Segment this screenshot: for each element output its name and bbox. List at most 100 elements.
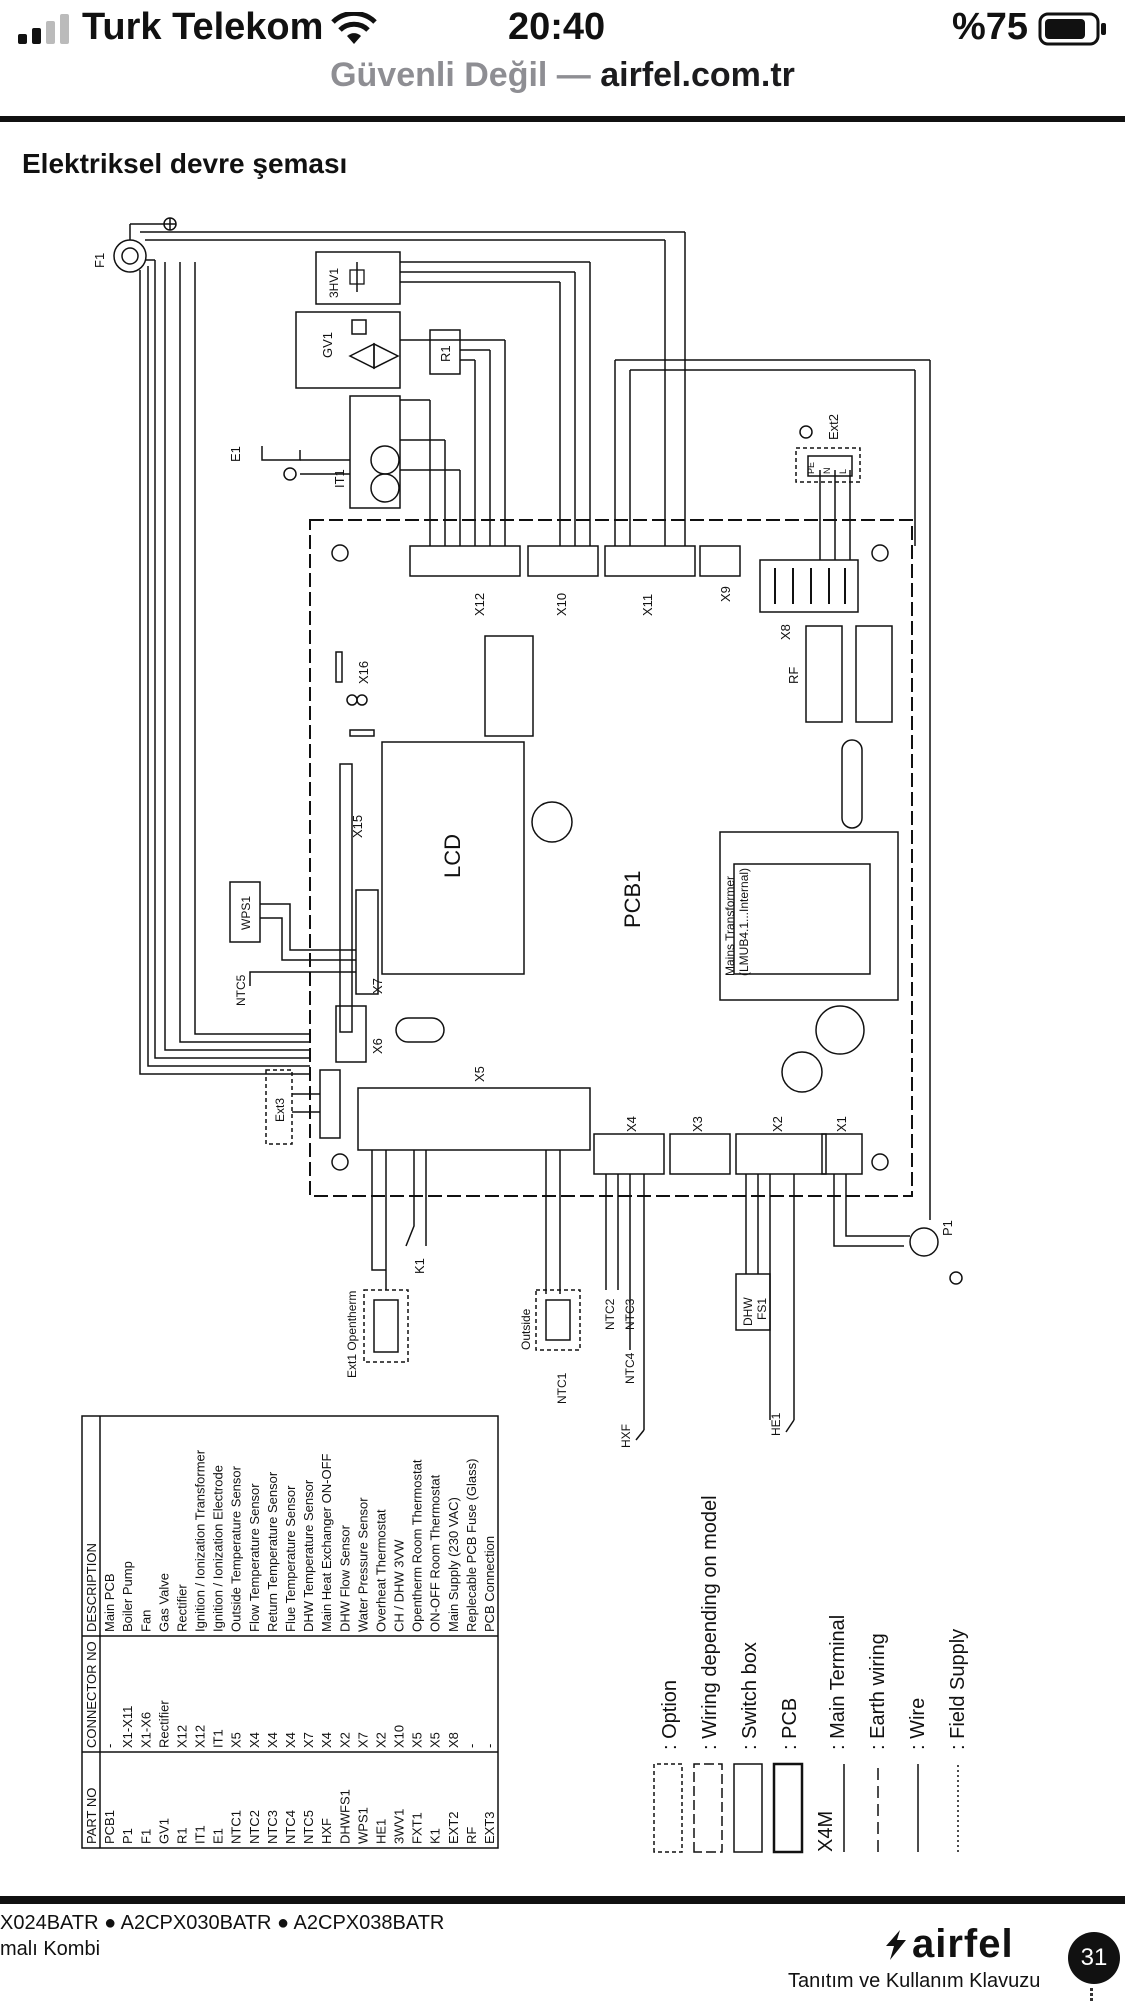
bottom-wiring xyxy=(371,1150,963,1441)
table-cell: PCB1 xyxy=(102,1810,117,1844)
gas-valve-gv1 xyxy=(295,311,401,389)
top-wiring xyxy=(140,231,931,1220)
label-ext1: Ext1 Opentherm xyxy=(345,1291,359,1378)
table-cell: Ignition / Ionization Transformer xyxy=(193,1449,208,1632)
mains-transformer xyxy=(719,831,899,1001)
label-x10: X10 xyxy=(554,593,569,616)
table-cell: X12 xyxy=(174,1725,189,1748)
status-bar: Turk Telekom 20:40 %75 xyxy=(0,0,1125,56)
label-r1: R1 xyxy=(438,345,453,362)
table-cell: 3WV1 xyxy=(392,1809,407,1844)
url-host: airfel.com.tr xyxy=(600,56,795,94)
label-outside: Outside xyxy=(519,1308,533,1350)
table-cell: X5 xyxy=(229,1732,244,1748)
legend-symbol: X4M xyxy=(815,1811,837,1852)
label-ntc4: NTC4 xyxy=(623,1352,637,1384)
label-gv1: GV1 xyxy=(320,332,335,358)
table-cell: PCB Connection xyxy=(482,1536,497,1632)
table-cell: Flue Temperature Sensor xyxy=(283,1485,298,1632)
electrode-e1 xyxy=(261,446,350,481)
top-connectors xyxy=(409,545,859,613)
label-ext2-n: N xyxy=(822,468,832,475)
table-cell: X5 xyxy=(428,1732,443,1748)
page-bottom-rule xyxy=(0,1896,1125,1904)
bottom-connectors xyxy=(357,1087,863,1175)
table-cell: F1 xyxy=(138,1829,153,1844)
table-cell: Gas Valve xyxy=(156,1573,171,1632)
lcd-display xyxy=(381,741,525,975)
legend-label: : Option xyxy=(659,1680,681,1750)
table-cell: X12 xyxy=(193,1725,208,1748)
scroll-indicator xyxy=(1090,1988,1097,2001)
airfel-logo-icon xyxy=(886,1930,906,1960)
table-cell: Fan xyxy=(138,1610,153,1632)
table-cell: NTC3 xyxy=(265,1810,280,1844)
table-cell: Rectifier xyxy=(174,1584,189,1632)
legend-label: : Main Terminal xyxy=(827,1615,849,1750)
guide-title: Tanıtım ve Kullanım Klavuzu xyxy=(788,1970,1041,1992)
legend: : Option : Wiring depending on model : Swi… xyxy=(653,1495,969,1854)
label-x15: X15 xyxy=(350,815,365,838)
label-f1: F1 xyxy=(92,253,107,268)
label-x11: X11 xyxy=(640,594,655,616)
label-ext2-pe: PE xyxy=(806,462,816,474)
valve-3hv1 xyxy=(315,251,401,305)
label-he1: HE1 xyxy=(769,1412,783,1436)
table-cell: X1-X6 xyxy=(138,1712,153,1748)
table-cell: DHWFS1 xyxy=(337,1789,352,1844)
table-cell: EXT3 xyxy=(482,1811,497,1844)
legend-label: : Switch box xyxy=(739,1642,761,1750)
wps1-sensor xyxy=(229,881,261,943)
label-e1: E1 xyxy=(228,446,243,462)
table-cell: - xyxy=(482,1744,497,1748)
table-cell: X5 xyxy=(410,1732,425,1748)
table-cell: X2 xyxy=(373,1732,388,1748)
address-bar[interactable]: Güvenli Değil — airfel.com.tr xyxy=(0,56,1125,116)
table-cell: - xyxy=(102,1744,117,1748)
table-cell: X4 xyxy=(319,1732,334,1748)
table-cell: X2 xyxy=(337,1732,352,1748)
legend-label: : Wiring depending on model xyxy=(699,1495,721,1750)
table-cell: - xyxy=(464,1744,479,1748)
label-x2: X2 xyxy=(770,1116,785,1132)
table-cell: E1 xyxy=(211,1828,226,1844)
label-it1: IT1 xyxy=(332,469,347,488)
table-cell: X1-X11 xyxy=(120,1706,135,1748)
table-cell: WPS1 xyxy=(355,1807,370,1844)
label-ntc2: NTC2 xyxy=(603,1298,617,1330)
transformer-it1 xyxy=(349,395,401,509)
table-cell: RF xyxy=(464,1827,479,1844)
table-cell: Replecable PCB Fuse (Glass) xyxy=(464,1459,479,1632)
table-header: DESCRIPTION xyxy=(84,1543,99,1632)
cellular-signal-icon xyxy=(18,14,69,44)
ext2-terminal xyxy=(795,447,861,483)
table-cell: HXF xyxy=(319,1818,334,1844)
legend-label: : Wire xyxy=(907,1698,929,1750)
label-hxf: HXF xyxy=(619,1424,633,1448)
not-secure-label: Güvenli Değil — xyxy=(330,56,591,94)
brand-logo: airfel xyxy=(912,1922,1014,1966)
table-cell: GV1 xyxy=(156,1818,171,1844)
label-x1: X1 xyxy=(834,1116,849,1132)
table-cell: X4 xyxy=(247,1732,262,1748)
table-cell: FXT1 xyxy=(410,1812,425,1844)
label-x5: X5 xyxy=(472,1066,487,1082)
wifi-icon xyxy=(331,12,377,44)
clock: 20:40 xyxy=(508,6,606,48)
table-cell: HE1 xyxy=(373,1819,388,1844)
label-dhw: DHW xyxy=(741,1297,755,1326)
rectifier-r1 xyxy=(429,329,461,375)
label-mains-model: (LMUB4.1...Internal) xyxy=(737,868,751,976)
label-ntc5: NTC5 xyxy=(234,974,248,1006)
table-cell: Main Supply (230 VAC) xyxy=(446,1497,461,1632)
wiring-diagram: F1 3HV1 GV1 R1 IT1 E1 PE N L Ext2 X12 X1… xyxy=(81,217,969,1854)
pcb-outline xyxy=(309,519,913,1197)
label-lcd: LCD xyxy=(440,834,465,878)
table-cell: NTC1 xyxy=(229,1810,244,1844)
table-cell: Overheat Thermostat xyxy=(373,1509,388,1632)
table-cell: Rectifier xyxy=(156,1700,171,1748)
page-top-rule xyxy=(0,116,1125,122)
label-x16: X16 xyxy=(356,661,371,684)
document-title: Elektriksel devre şeması xyxy=(22,148,348,179)
table-cell: CH / DHW 3VW xyxy=(392,1539,407,1632)
